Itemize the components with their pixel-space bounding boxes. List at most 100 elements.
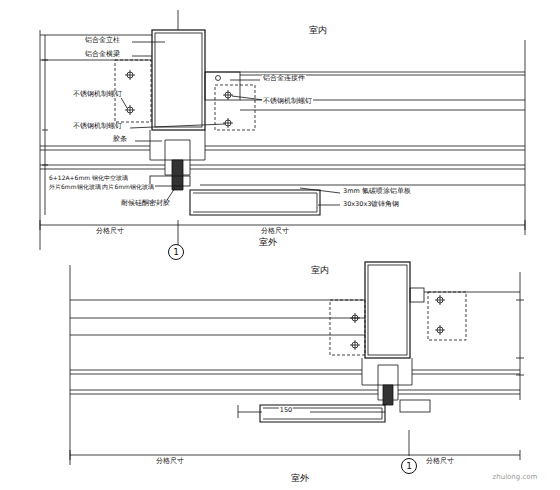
upper-section-stroke (40, 30, 41, 250)
upper-section-stroke (40, 146, 150, 147)
lower-section-stroke (520, 450, 521, 460)
watermark: zhulong.com (492, 474, 539, 482)
lower-section-stroke (70, 265, 71, 465)
upper-section-stroke (135, 141, 162, 142)
lower-section-stroke (330, 300, 365, 355)
dimension-value: 150 (279, 407, 293, 414)
lower-section-stroke (398, 394, 520, 395)
upper-section-stroke (215, 85, 255, 130)
callout-circle: 1 (168, 244, 184, 260)
upper-section-stroke (200, 185, 525, 186)
lower-section-stroke (409, 430, 410, 456)
upper-section-stroke (150, 176, 190, 186)
upper-section-stroke (42, 60, 48, 61)
lower-section-stroke (365, 262, 410, 358)
part-label: 铝合金连接件 (262, 75, 306, 82)
lower-section-stroke (412, 370, 520, 371)
lower-section-stroke (70, 374, 362, 375)
lower-section-stroke (412, 374, 520, 375)
dimension-label: 分格尺寸 (260, 228, 290, 235)
upper-section-stroke (40, 220, 41, 230)
upper-section-stroke (193, 193, 317, 212)
lower-section-stroke (516, 300, 524, 301)
lower-section-stroke (70, 394, 378, 395)
lower-section-stroke (368, 265, 407, 355)
lower-section-stroke (400, 400, 430, 412)
upper-section-stroke (318, 205, 340, 206)
lower-section-stroke (362, 358, 412, 385)
part-label: 3mm 氟碳喷涂铝单板 (342, 188, 412, 195)
part-label: 铝合金立柱 (84, 37, 121, 44)
upper-section-stroke (40, 35, 152, 36)
upper-section-stroke (132, 56, 152, 57)
lower-section-stroke (238, 412, 262, 413)
upper-section-stroke (190, 165, 525, 166)
upper-section-stroke (155, 33, 202, 127)
upper-section-stroke (40, 225, 525, 226)
lower-section-stroke (520, 272, 521, 400)
upper-section (40, 10, 525, 250)
screw-symbol-stroke (130, 105, 131, 115)
upper-section-stroke (130, 124, 225, 128)
screw-symbol (350, 295, 445, 350)
callout-number: 1 (406, 462, 412, 471)
lower-section-stroke (310, 412, 385, 413)
upper-section-stroke (40, 169, 165, 170)
lower-section-stroke (410, 288, 424, 302)
upper-section-stroke (45, 35, 46, 215)
upper-section-stroke (190, 169, 525, 170)
screw-symbol-stroke (440, 295, 441, 305)
upper-section-stroke (40, 165, 165, 166)
screw-symbol-stroke (355, 313, 356, 323)
screw-symbol-stroke (216, 76, 221, 81)
upper-section-stroke (190, 190, 320, 215)
upper-section-stroke (300, 188, 340, 193)
upper-section-stroke (178, 220, 179, 245)
glass-spec: 6+12A+6mm 钢化中空玻璃 (48, 175, 129, 182)
screw-symbol-stroke (355, 340, 356, 350)
upper-section-stroke (205, 146, 525, 147)
glass-spec: 外片6mm钢化玻璃 内片6mm钢化玻璃 (48, 184, 155, 191)
lower-section-stroke (70, 450, 71, 460)
lower-section-stroke (70, 318, 365, 319)
dimension-label: 分格尺寸 (95, 228, 125, 235)
part-label: 铝合金横梁 (84, 51, 121, 58)
room-label: 室外 (258, 238, 278, 248)
screw-symbol-stroke (440, 325, 441, 335)
upper-section-stroke (172, 160, 183, 190)
lower-section-stroke (70, 335, 365, 336)
callout-number: 1 (173, 248, 179, 257)
upper-section-stroke (240, 110, 525, 111)
screw-symbol (125, 70, 233, 128)
lower-section-stroke (383, 385, 393, 405)
part-label: 不锈钢机制螺钉 (72, 123, 123, 130)
lower-section (70, 262, 524, 465)
upper-section-stroke (40, 150, 150, 151)
upper-section-stroke (205, 150, 525, 151)
lower-section-stroke (428, 292, 466, 340)
lower-section-stroke (70, 300, 365, 301)
upper-section-stroke (150, 130, 205, 160)
upper-section-stroke (525, 220, 526, 230)
dimension-label: 分格尺寸 (425, 458, 455, 465)
part-label: 30x30x3镀锌角钢 (342, 201, 400, 208)
room-label: 室外 (290, 474, 310, 484)
lower-section-stroke (70, 370, 362, 371)
screw-symbol-stroke (228, 90, 229, 100)
lower-section-stroke (516, 375, 524, 376)
room-label: 室内 (310, 266, 330, 276)
part-label: 胶条 (112, 136, 128, 143)
room-label: 室内 (308, 26, 328, 36)
upper-section-stroke (178, 10, 179, 30)
callout-circle: 1 (401, 458, 417, 474)
part-label: 不锈钢机制螺钉 (262, 98, 313, 105)
lower-section-stroke (516, 358, 524, 359)
screw-symbol-stroke (130, 70, 131, 80)
upper-section-stroke (152, 30, 205, 130)
upper-section-stroke (42, 130, 48, 131)
lower-section-stroke (398, 390, 520, 391)
upper-section-stroke (205, 72, 525, 73)
lower-section-stroke (260, 405, 385, 422)
